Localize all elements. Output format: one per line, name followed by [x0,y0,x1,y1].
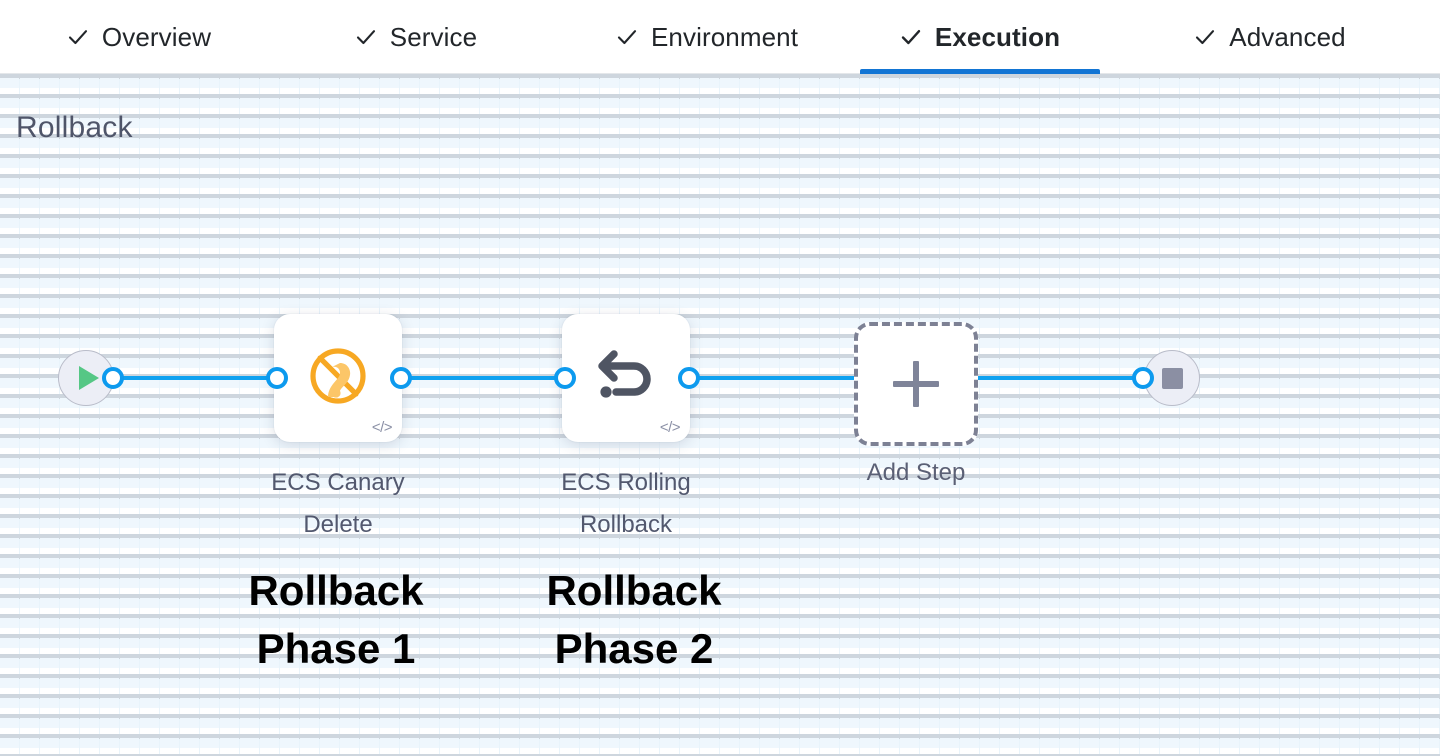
tab-advanced[interactable]: Advanced [1100,0,1440,74]
connector-port[interactable] [102,367,124,389]
play-icon [79,366,99,390]
connector-line [974,376,1146,380]
ecs-canary-delete-icon [307,345,369,412]
check-icon [67,26,89,48]
connector-port[interactable] [678,367,700,389]
pipeline-graph: </> </> Add S [0,74,1440,756]
tab-environment[interactable]: Environment [554,0,860,74]
step-caption-line: Rollback [579,511,673,538]
stop-icon [1161,367,1183,389]
step-caption-line: ECS Canary [271,469,405,496]
plus-icon [893,361,939,407]
step-caption: ECS Canary Delete [208,462,468,546]
tab-label: Advanced [1229,21,1346,52]
add-step-button[interactable] [854,322,978,446]
step-caption-line: Delete [303,511,373,538]
annotation-rollback-phase-2: Rollback Phase 2 [546,567,722,672]
stage-title: Rollback [16,111,133,144]
tab-label: Environment [650,21,799,52]
step-caption: ECS Rolling Rollback [496,462,756,546]
connector-port[interactable] [390,367,412,389]
rollback-arrow-icon [593,343,659,414]
pipeline-end-node[interactable] [1144,350,1200,406]
connector-line [398,376,570,380]
execution-graph-canvas[interactable]: Rollback [0,74,1440,756]
annotation-rollback-phase-1: Rollback Phase 1 [248,567,424,672]
tab-label: Execution [934,21,1061,52]
check-icon [355,26,377,48]
check-icon [616,26,638,48]
connector-line [686,376,858,380]
code-badge-icon[interactable]: </> [659,419,681,436]
connector-port[interactable] [554,367,576,389]
add-step-label: Add Step [866,459,966,486]
step-node-ecs-canary-delete[interactable]: </> [274,314,402,442]
tab-label: Service [389,21,478,52]
step-caption-line: ECS Rolling [561,469,691,496]
stage-config-tabbar: Overview Service Environment Execution [0,0,1440,74]
active-tab-indicator [860,68,1100,74]
tab-service[interactable]: Service [278,0,554,74]
tab-label: Overview [101,21,212,52]
code-badge-icon[interactable]: </> [371,419,393,436]
tab-execution[interactable]: Execution [860,0,1100,74]
connector-line [112,376,284,380]
check-icon [1194,26,1216,48]
tab-overview[interactable]: Overview [0,0,278,74]
connector-port[interactable] [266,367,288,389]
step-node-ecs-rolling-rollback[interactable]: </> [562,314,690,442]
check-icon [900,26,922,48]
connector-port[interactable] [1132,367,1154,389]
